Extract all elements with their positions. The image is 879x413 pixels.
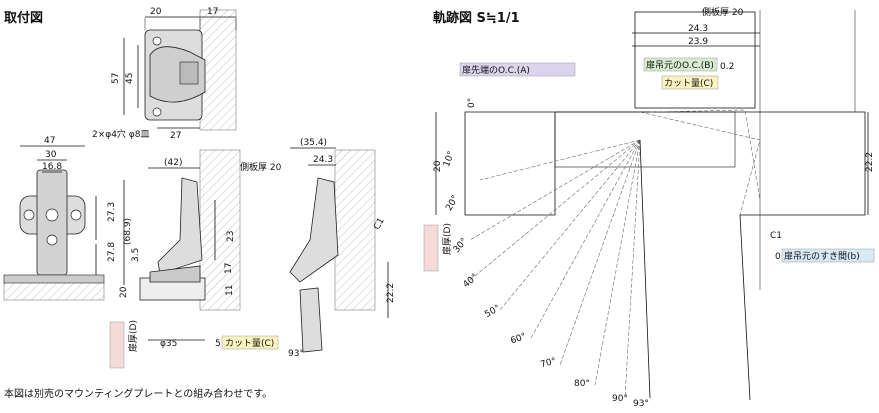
dim-side-20: 20 [119, 286, 129, 298]
traj-dim-22-2: 22.2 [865, 152, 875, 172]
front-view-wall [3, 281, 105, 301]
angle-80: 80° [574, 379, 590, 389]
screw-hole-upper [152, 36, 162, 46]
dim-top-57: 57 [111, 73, 121, 84]
traj-dim-20: 20 [433, 160, 443, 172]
front-screw-adjust [46, 234, 58, 246]
angle-0: 0° [467, 98, 477, 108]
open-view-door [299, 287, 323, 353]
traj-side-thickness: 側板厚 20 [702, 6, 744, 18]
dim-side-68-9: (68.9) [123, 218, 133, 245]
dim-side-42: (42) [164, 158, 182, 168]
side-thickness-label: 側板厚 20 [240, 161, 282, 173]
dim-front-27-3: 27.3 [107, 202, 117, 222]
dim-open-93: 93° [288, 349, 304, 359]
dim-front-30: 30 [45, 150, 57, 160]
dim-top-20: 20 [150, 7, 162, 17]
door-tip-oc-box [459, 62, 576, 77]
hole-note: 2×φ4穴 φ8皿 [92, 128, 149, 140]
dim-front-47: 47 [44, 136, 55, 146]
door-thickness-label: 扉厚(D) [127, 320, 139, 352]
dim-side-phi35: φ35 [160, 339, 177, 349]
hinge-oc-box [643, 57, 718, 72]
open-view: (35.4) 24.3 22.2 93° C1 [288, 138, 396, 359]
side-view-wall [199, 149, 241, 311]
hinge-gap-box [781, 248, 875, 263]
dim-top-17: 17 [207, 7, 218, 17]
traj-sweep [469, 109, 761, 401]
dim-open-22-2: 22.2 [386, 283, 396, 303]
traj-cut-label: カット量(C) [664, 78, 713, 89]
angle-20: 20° [444, 194, 461, 213]
angle-70: 70° [539, 357, 557, 371]
traj-dim-0-2: 0.2 [720, 62, 734, 72]
trajectory-view: 側板厚 20 24.3 23.9 0.2 22.2 20 0 扉先端のO.C.(… [423, 6, 875, 409]
door-tip-oc-label: 扉先端のO.C.(A) [462, 64, 530, 76]
side-view: (42) (68.9) 3.5 20 23 17 11 φ35 5 側板厚 20… [109, 149, 282, 369]
left-title: 取付図 [4, 11, 44, 26]
dim-side-17: 17 [224, 263, 234, 274]
dim-front-27-8: 27.8 [107, 242, 117, 262]
dim-top-45: 45 [125, 73, 135, 84]
traj-door-left [464, 111, 556, 216]
hinge-gap-label: 扉吊元のすき間(b) [784, 250, 860, 262]
hinge-arm-top [179, 61, 199, 85]
top-view-wall [199, 9, 237, 131]
angle-93: 93° [633, 399, 649, 409]
angle-60: 60° [509, 332, 527, 347]
traj-c1-label: C1 [770, 231, 782, 241]
cut-amount-label: カット量(C) [225, 338, 274, 349]
front-screw-right [70, 209, 82, 221]
side-hinge-arm [157, 177, 203, 275]
traj-cup-pocket [554, 111, 736, 168]
dim-open-35-4: (35.4) [300, 138, 327, 148]
angle-10: 10° [442, 150, 457, 168]
traj-cut-box [661, 75, 719, 90]
footer-note: 本図は別売のマウンティングプレートとの組み合わせです。 [4, 389, 273, 400]
angle-90: 90° [612, 394, 628, 404]
dim-side-3-5: 3.5 [131, 248, 141, 262]
traj-dim-0: 0 [775, 252, 781, 262]
dim-side-11: 11 [225, 285, 235, 296]
front-base-plate [3, 274, 105, 284]
dim-front-16-8: 16.8 [42, 162, 62, 172]
traj-dim-24-3: 24.3 [688, 24, 708, 34]
right-title: 軌跡図 S≒1/1 [433, 11, 520, 26]
angle-40: 40° [461, 272, 480, 290]
hinge-oc-label: 扉吊元のO.C.(B) [646, 59, 714, 71]
front-view: 47 30 16.8 27.3 27.8 [3, 136, 117, 301]
screw-hole-lower [152, 107, 162, 117]
cut-amount-box [221, 335, 279, 350]
front-hinge-body [36, 169, 68, 276]
traj-dim-23-9: 23.9 [688, 37, 708, 47]
traj-door-thickness-box [423, 224, 439, 272]
door-thickness-box [109, 321, 125, 369]
traj-door-thickness-label: 扉厚(D) [441, 223, 453, 255]
front-screw-left [23, 209, 35, 221]
hinge-cup-top [149, 46, 206, 103]
dim-side-23: 23 [226, 231, 236, 242]
top-view: 20 17 57 45 27 2×φ4穴 φ8皿 [92, 7, 237, 141]
dim-side-5: 5 [215, 339, 221, 349]
traj-side-panel [634, 11, 756, 109]
open-view-wall [334, 149, 376, 311]
side-hinge-cup [149, 265, 201, 283]
angle-50: 50° [483, 303, 502, 320]
open-hinge-arm [289, 177, 339, 283]
angle-30: 30° [452, 236, 470, 255]
traj-door-right [555, 111, 866, 216]
dim-open-24-3: 24.3 [313, 155, 333, 165]
front-screw-center [45, 208, 59, 222]
dim-top-27: 27 [170, 131, 181, 141]
